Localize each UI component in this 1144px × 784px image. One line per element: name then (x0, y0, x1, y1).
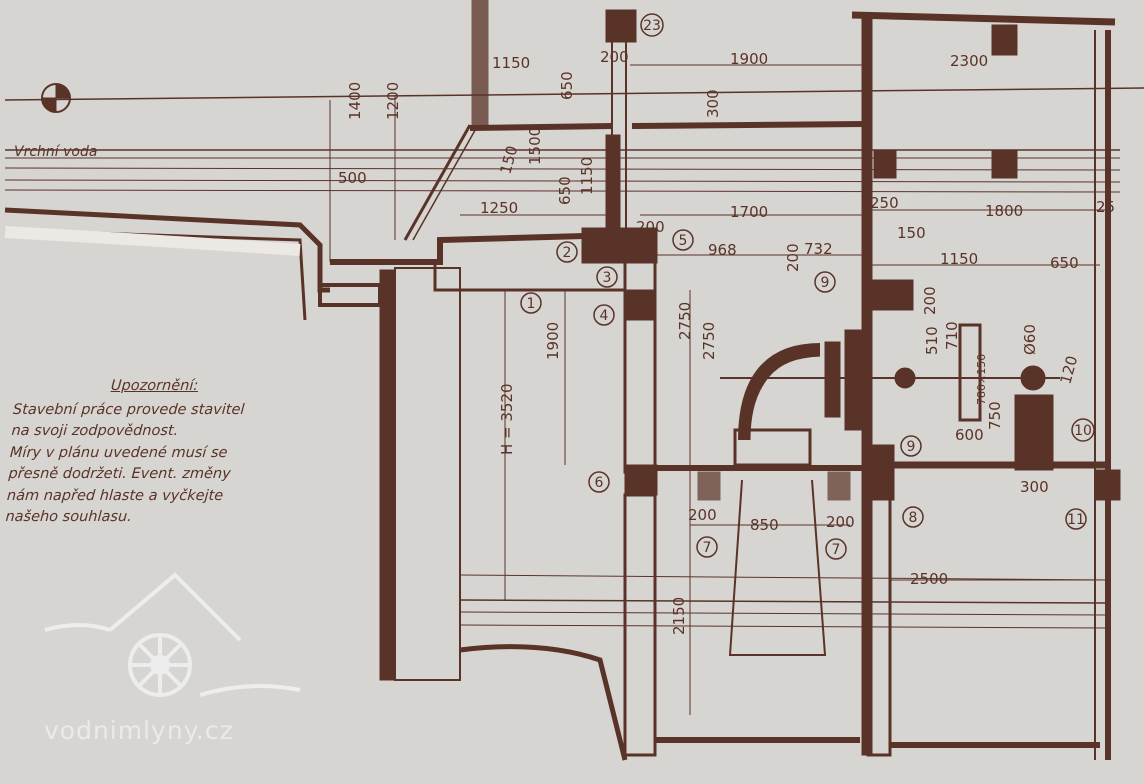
part-marker: 5 (672, 229, 694, 251)
part-marker: 3 (596, 266, 618, 288)
svg-text:8: 8 (909, 510, 918, 526)
svg-text:11: 11 (1067, 512, 1085, 528)
water-level-label: Vrchní voda (14, 144, 97, 160)
svg-text:9: 9 (907, 439, 916, 455)
part-marker: 11 (1065, 508, 1087, 530)
svg-text:2: 2 (563, 245, 572, 261)
dimension-label: 120 (1056, 354, 1081, 386)
dimension-label: 968 (708, 241, 737, 259)
svg-text:7: 7 (832, 542, 841, 558)
dimension-label: 650 (1050, 254, 1079, 272)
dimension-label: 2750 (676, 302, 694, 340)
part-marker: 10 (1071, 418, 1095, 442)
dimension-label: 1900 (730, 50, 768, 68)
part-marker: 6 (588, 471, 610, 493)
dimension-label: 1150 (578, 157, 596, 195)
dimension-label: 200 (600, 48, 629, 66)
dimension-label: 650 (556, 176, 574, 205)
dimension-label: 1800 (985, 202, 1023, 220)
part-marker: 2 (556, 241, 578, 263)
dimension-label: 1700 (730, 203, 768, 221)
svg-text:1: 1 (527, 296, 536, 312)
dimension-label: 150 (496, 144, 521, 176)
dimension-label: 780×150 (975, 354, 988, 405)
dimension-label: 500 (338, 169, 367, 187)
part-marker: 23 (640, 13, 664, 37)
note-line: na svoji zodpovědnost. (10, 423, 179, 439)
axis-line (4, 87, 1144, 101)
svg-text:9: 9 (821, 275, 830, 291)
watermark-text: vodnimlyny.cz (44, 716, 234, 745)
dimension-label: 150 (897, 224, 926, 242)
dimension-label: 200 (826, 513, 855, 531)
dimension-label: 200 (636, 218, 665, 236)
part-marker: 9 (900, 435, 922, 457)
svg-text:10: 10 (1074, 423, 1092, 439)
dimension-label: 300 (1020, 478, 1049, 496)
dimension-label: 650 (558, 71, 576, 100)
dimension-label: 2500 (910, 570, 948, 588)
dimension-label: Ø60 (1021, 324, 1039, 355)
dimension-label: 1400 (346, 82, 364, 120)
dimension-label: 732 (804, 240, 833, 258)
dimension-label: 2150 (670, 597, 688, 635)
note-line: přesně dodržeti. Event. změny (7, 466, 232, 482)
part-marker: 7 (696, 536, 718, 558)
svg-text:6: 6 (595, 475, 604, 491)
part-marker: 8 (902, 506, 924, 528)
dimension-label: 2750 (700, 322, 718, 360)
dimension-label: 200 (784, 243, 802, 272)
dimension-label: 200 (921, 286, 939, 315)
dimension-label: 25 (1096, 198, 1115, 216)
dimension-label: H = 3520 (498, 383, 516, 455)
warning-note: Upozornění: Stavební práce provede stavi… (5, 376, 306, 529)
dimension-label: 2300 (950, 52, 988, 70)
part-markers: 23 2 5 3 1 4 6 7 7 8 9 9 10 11 (520, 13, 1095, 560)
dimension-label: 1150 (940, 250, 978, 268)
part-marker: 4 (593, 304, 615, 326)
note-title: Upozornění: (110, 378, 199, 394)
dimension-label: 1150 (492, 54, 530, 72)
dimension-label: 1250 (480, 199, 518, 217)
svg-text:5: 5 (679, 233, 688, 249)
dimension-label: 1500 (526, 127, 544, 165)
dimension-label: 710 (943, 321, 961, 350)
dimension-label: 200 (688, 506, 717, 524)
dimension-label: 510 (923, 326, 941, 355)
dimension-label: 850 (750, 516, 779, 534)
part-marker: 9 (814, 271, 836, 293)
svg-text:23: 23 (643, 18, 661, 34)
dimension-label: 600 (955, 426, 984, 444)
dimension-labels: 500 1400 1200 1150 650 1500 150 650 1150… (338, 48, 1115, 635)
dimension-label: 1200 (384, 82, 402, 120)
part-marker: 1 (520, 292, 542, 314)
svg-text:7: 7 (703, 540, 712, 556)
note-line: Míry v plánu uvedené musí se (9, 444, 229, 461)
note-line: našeho souhlasu. (4, 509, 133, 525)
svg-text:4: 4 (600, 308, 609, 324)
svg-text:3: 3 (603, 270, 612, 286)
dimension-label: 250 (870, 194, 899, 212)
dimension-label: 1900 (544, 322, 562, 360)
note-line: Stavební práce provede stavitel (12, 401, 246, 418)
part-marker: 7 (825, 538, 847, 560)
note-line: nám napřed hlaste a vyčkejte (6, 487, 224, 504)
watermark-mill-logo-icon (44, 572, 301, 697)
dimension-label: 300 (704, 89, 722, 118)
dimension-label: 750 (986, 401, 1004, 430)
